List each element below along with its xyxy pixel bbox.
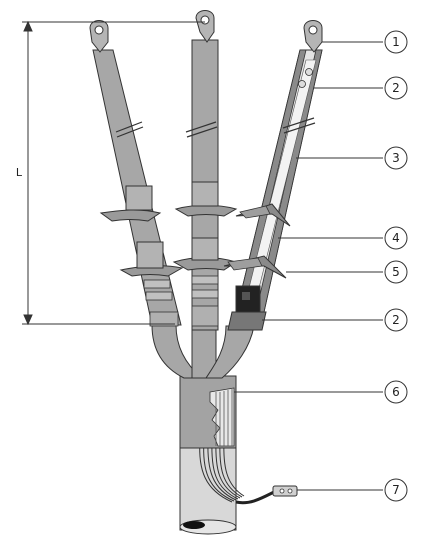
callout-leaders <box>234 41 383 491</box>
callout-7: 7 <box>384 478 408 502</box>
breakout-glove <box>179 375 237 449</box>
callout-3-number: 3 <box>392 151 400 165</box>
callout-2-lower-number: 2 <box>392 313 400 327</box>
callout-4-number: 4 <box>392 231 400 245</box>
callout-4: 4 <box>384 226 408 250</box>
dimension-l <box>22 20 205 326</box>
phase-centre <box>172 10 238 379</box>
callout-2-lower: 2 <box>384 308 408 332</box>
centre-upper-shed <box>174 204 238 217</box>
phase-left <box>89 20 204 379</box>
dimension-l-label: L <box>16 166 23 179</box>
callout-5-number: 5 <box>392 265 400 279</box>
callout-2: 2 <box>384 76 408 100</box>
callout-5: 5 <box>384 260 408 284</box>
earth-lug <box>272 485 298 497</box>
phase-right <box>205 20 323 379</box>
callout-3: 3 <box>384 146 408 170</box>
callout-2-number: 2 <box>392 81 400 95</box>
callout-1-number: 1 <box>392 35 400 49</box>
callout-6: 6 <box>384 380 408 404</box>
callout-1: 1 <box>384 30 408 54</box>
callout-6-number: 6 <box>392 385 400 399</box>
callout-7-number: 7 <box>392 483 400 497</box>
earth-wire <box>235 490 275 505</box>
left-upper-shed <box>99 209 162 222</box>
